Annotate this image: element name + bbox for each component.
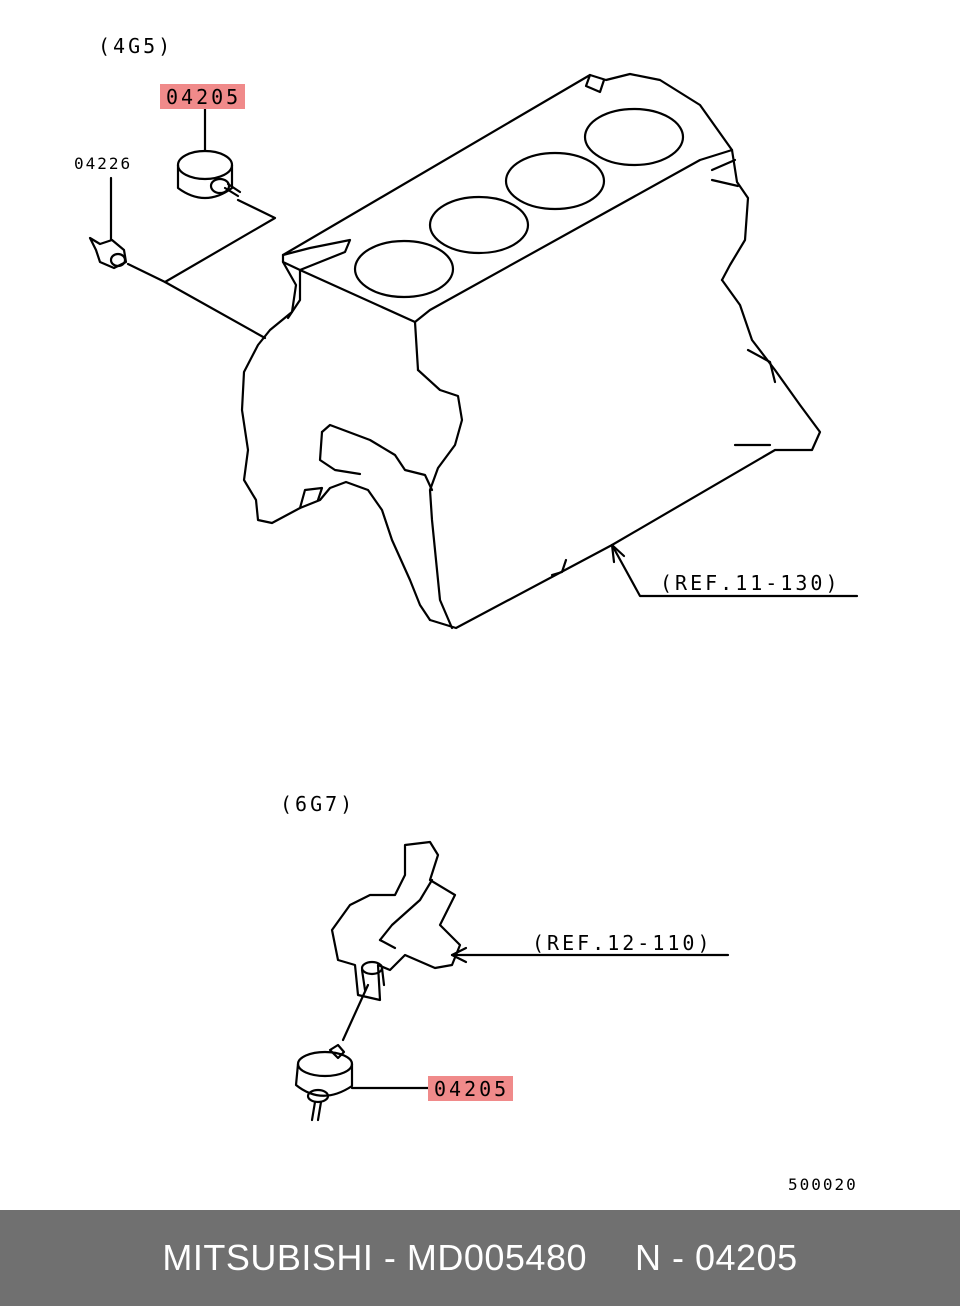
footer-brand-part: MITSUBISHI - MD005480 bbox=[162, 1237, 587, 1278]
diagram-drawing bbox=[88, 72, 859, 1122]
part-callout-04205-bottom[interactable]: 04205 bbox=[428, 1076, 514, 1101]
leader-top bbox=[163, 198, 277, 340]
oil-pressure-switch-drawing bbox=[88, 176, 128, 270]
ref-label-block[interactable]: (REF.11-130) bbox=[660, 571, 841, 595]
ref-block-leader bbox=[610, 543, 859, 598]
footer-bar: MITSUBISHI - MD005480 N - 04205 bbox=[0, 1210, 960, 1306]
footer-ref-code: N - 04205 bbox=[635, 1237, 798, 1278]
group-label-6g7: (6G7) bbox=[280, 792, 356, 816]
parts-diagram: (4G5) 04205 04226 (REF.11-130) (6G7) (RE… bbox=[74, 34, 859, 1194]
part-callout-04205-top[interactable]: 04205 bbox=[160, 84, 246, 109]
ref-label-housing[interactable]: (REF.12-110) bbox=[532, 931, 713, 955]
part-label-04226[interactable]: 04226 bbox=[74, 154, 133, 173]
oil-pressure-sender-bottom-drawing bbox=[294, 1043, 354, 1122]
engine-block-drawing bbox=[240, 72, 822, 630]
water-outlet-housing-drawing bbox=[330, 840, 462, 1002]
group-label-4g5: (4G5) bbox=[98, 34, 174, 58]
figure-code: 500020 bbox=[788, 1175, 858, 1194]
oil-pressure-sender-top-drawing bbox=[176, 106, 242, 200]
